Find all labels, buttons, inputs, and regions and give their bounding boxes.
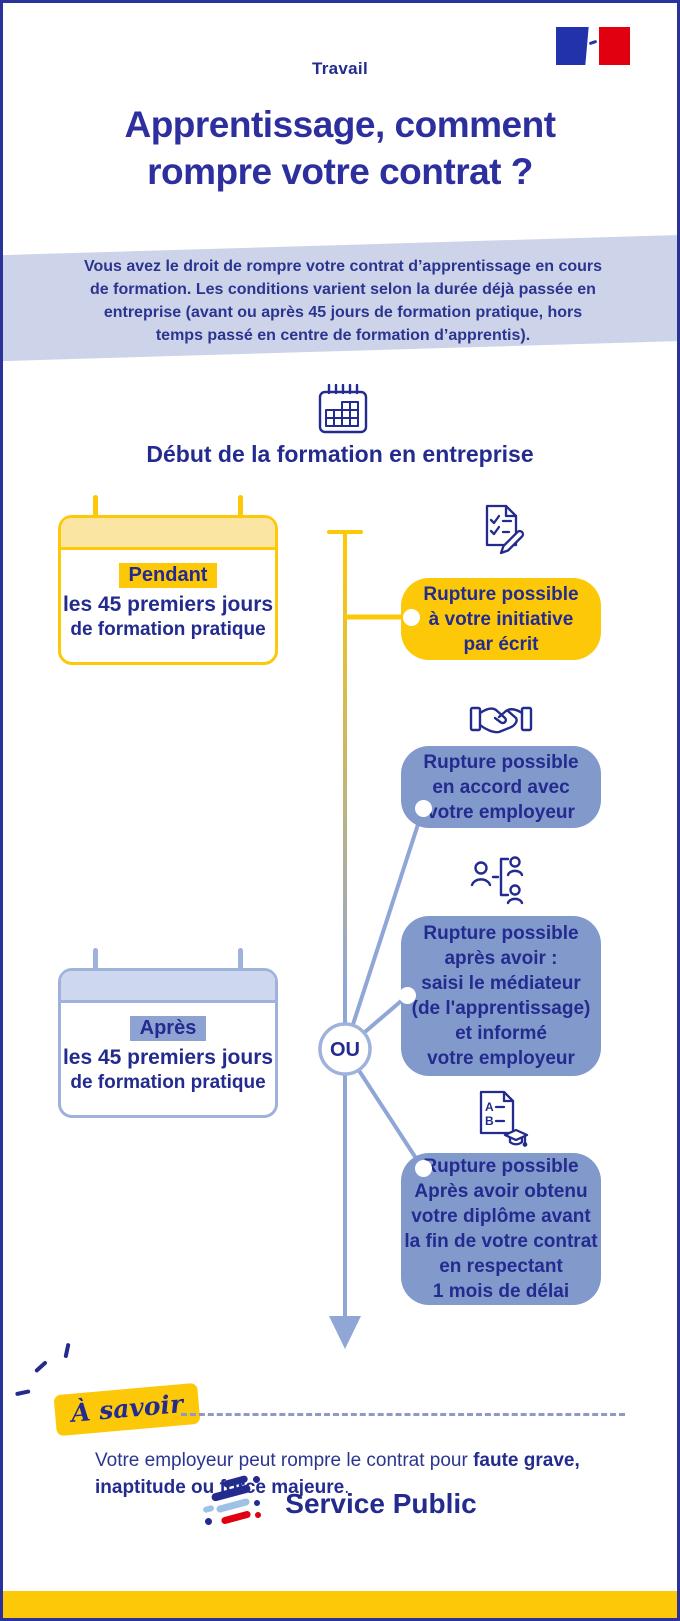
timeline-arrowhead	[329, 1316, 361, 1349]
connector-dot	[415, 800, 432, 817]
section-title: Début de la formation en entreprise	[146, 441, 534, 467]
note-text-end: .	[344, 1477, 350, 1498]
handshake-icon	[469, 699, 533, 741]
period-line1: les 45 premiers jours	[62, 593, 274, 616]
service-public-glyph-icon	[202, 1474, 269, 1533]
period-line2: de formation pratique	[70, 619, 266, 640]
period-line2: de formation pratique	[70, 1072, 266, 1093]
option-bubble-diplome: Rupture possible Après avoir obtenu votr…	[401, 1153, 601, 1305]
period-line1: les 45 premiers jours	[62, 1046, 274, 1069]
connector-dot	[415, 1160, 432, 1177]
period-card-apres: Après les 45 premiers jours de formation…	[58, 968, 278, 1118]
a-savoir-badge: À savoir	[53, 1382, 201, 1437]
bottom-yellow-bar	[3, 1591, 677, 1618]
french-government-logo	[556, 27, 630, 65]
note-paragraph: Votre employeur peut rompre le contrat p…	[95, 1447, 595, 1501]
note-text-bold: faute grave, inaptitude ou force majeure	[95, 1450, 580, 1498]
period-card-pendant: Pendant les 45 premiers jours de formati…	[58, 515, 278, 665]
ministry-label: Travail	[312, 59, 368, 78]
or-label: OU	[330, 1039, 360, 1061]
flag-red-block	[599, 27, 630, 65]
branch-mediateur	[343, 994, 409, 1051]
mediator-people-icon	[470, 848, 530, 908]
sparkle-dash-icon	[34, 1360, 48, 1373]
intro-paragraph: Vous avez le droit de rompre votre contr…	[83, 258, 603, 344]
calendar-icon	[313, 384, 373, 436]
svg-text:B: B	[485, 1114, 494, 1128]
period-highlight: Après	[129, 1016, 207, 1041]
note-text-regular: Votre employeur peut rompre le contrat p…	[95, 1450, 474, 1471]
calendar-card-header	[61, 518, 275, 550]
connector-dot	[399, 987, 416, 1004]
option-bubble-mediateur: Rupture possible après avoir : saisi le …	[401, 916, 601, 1076]
period-highlight: Pendant	[118, 563, 218, 588]
option-bubble-accord: Rupture possible en accord avec votre em…	[401, 746, 601, 828]
dashed-divider	[181, 1413, 625, 1416]
option-bubble-initiative: Rupture possible à votre initiative par …	[401, 578, 601, 660]
document-check-pen-icon	[473, 501, 529, 557]
brand-name: Service Public	[285, 1488, 477, 1519]
svg-text:A: A	[485, 1100, 494, 1114]
diploma-document-icon: A B	[471, 1089, 529, 1147]
sparkle-dash-icon	[15, 1389, 31, 1396]
service-public-logo: Service Public	[3, 1474, 677, 1533]
sparkle-dash-icon	[63, 1342, 71, 1359]
calendar-card-header	[61, 971, 275, 1003]
or-connector-circle	[318, 1022, 372, 1076]
page-title: Apprentissage, comment rompre votre cont…	[124, 104, 556, 192]
flag-blue-block	[556, 27, 590, 65]
connector-dot	[403, 609, 420, 626]
